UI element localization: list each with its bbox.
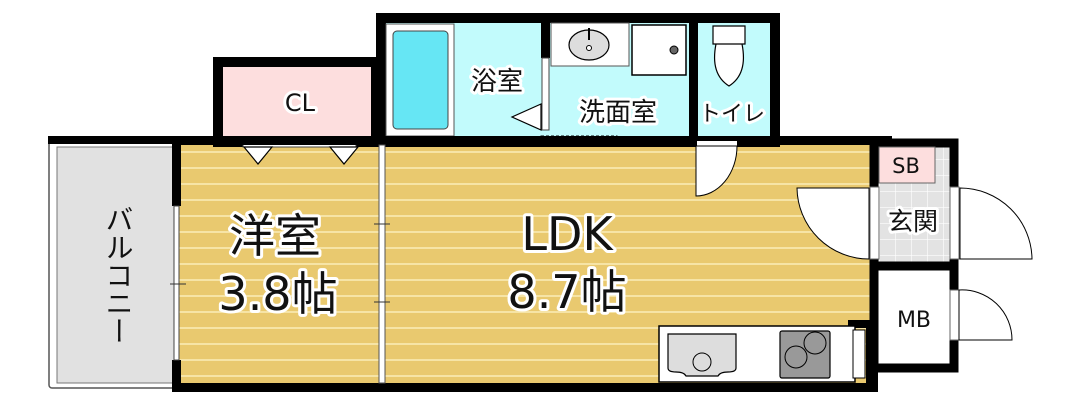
toilet-label: トイレ [699,102,765,127]
closet-door-marker [242,146,360,165]
western-room-name: 洋室 [229,209,321,263]
meter-box-door [958,289,1013,341]
sliding-partition [170,144,390,384]
toilet-icon [712,25,746,87]
bath-label: 浴室 [471,67,523,97]
washing-machine-space [631,24,687,76]
ldk-name: LDK [521,207,614,261]
meter-box [869,261,959,373]
meter-box-label: MB [897,308,931,333]
entrance-front-door [959,187,1033,260]
shoe-box [878,146,936,184]
washroom-label: 洗面室 [579,98,657,128]
balcony-label: バルコニー [102,205,135,345]
walls [48,136,892,392]
balcony: バルコニー [48,138,178,389]
shoe-box-label: SB [892,154,920,178]
toilet-door [695,145,738,197]
entrance-label: 玄関 [888,207,938,236]
kitchen-counter [658,325,866,383]
bath-door-marker [510,103,542,131]
western-room-size: 3.8帖 [218,267,337,321]
western-room-floor [177,145,382,385]
entrance-inner-door [796,187,870,260]
ldk-size: 8.7帖 [507,265,626,319]
closet-label: CL [285,89,316,117]
